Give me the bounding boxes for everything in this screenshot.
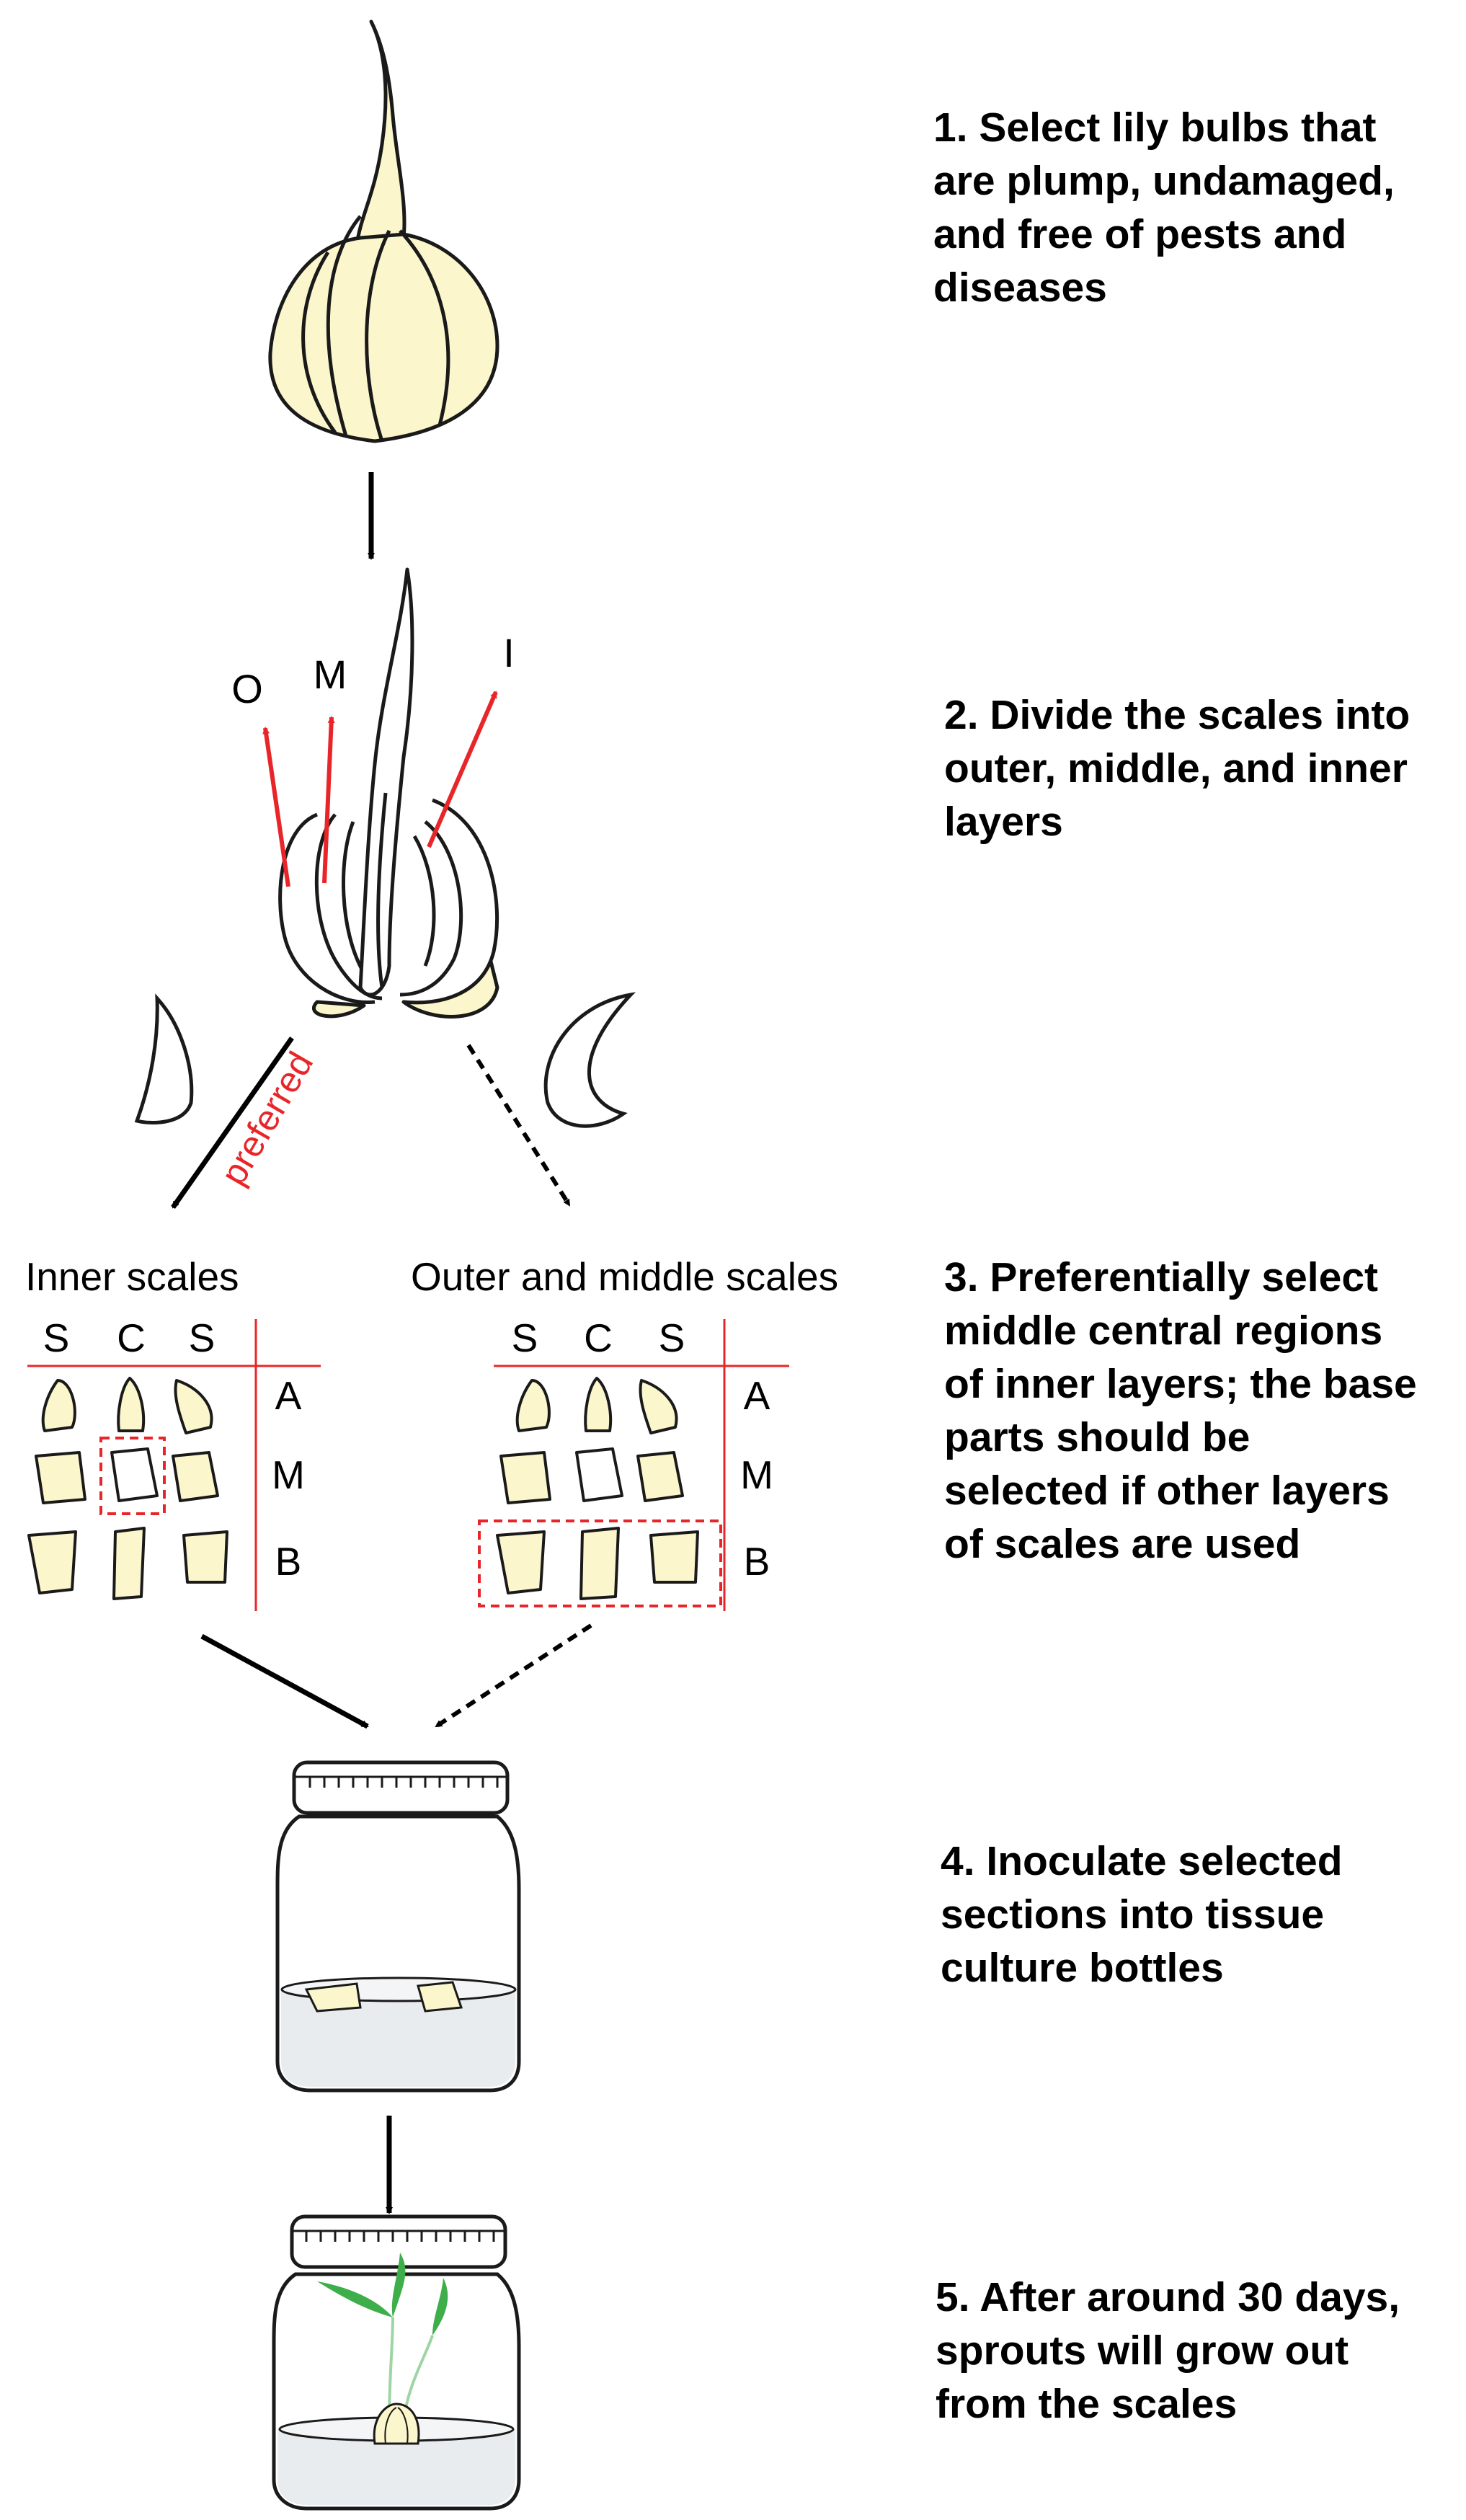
inner-piece-a-side-right [174,1379,213,1434]
step-4-text: 4. Inoculate selected sections into tiss… [941,1838,1343,1991]
arrow-outer-layer [262,727,290,887]
step-3-text: 3. Preferentially select middle central … [944,1254,1417,1567]
outer-piece-m-center [575,1447,623,1502]
outer-piece-b-center [579,1527,620,1600]
outer-piece-a-side [515,1379,551,1432]
inner-row-a: A [275,1373,302,1418]
inner-piece-a-center [117,1377,146,1432]
outer-col-c: C [584,1316,613,1360]
lily-bulb-whole [268,19,499,443]
inner-col-s-right: S [189,1316,216,1360]
inner-piece-a-side [41,1379,76,1432]
outer-row-b: B [744,1539,770,1584]
outer-piece-m-side-right [636,1451,684,1502]
inner-selection-box [99,1437,166,1515]
inner-piece-b-center [112,1527,146,1600]
outer-middle-scales-grid: Outer and middle scales S C S A M B [411,1254,838,1611]
outer-col-s-left: S [512,1316,538,1360]
outer-row-a: A [744,1373,770,1418]
outer-grid-title: Outer and middle scales [411,1254,838,1299]
inner-row-m: M [272,1452,305,1497]
inner-scales-grid: Inner scales S C S A M B [25,1254,321,1611]
inner-col-s-left: S [43,1316,70,1360]
label-outer: O [231,666,263,711]
arrow-outer-to-bottle [435,1623,592,1729]
outer-row-m: M [740,1452,773,1497]
inner-piece-m-side [35,1451,86,1504]
inner-scale-piece [134,993,194,1124]
label-middle: M [314,652,347,697]
outer-scale-piece [543,992,636,1128]
inner-grid-title: Inner scales [25,1254,239,1299]
inner-row-b: B [275,1539,302,1584]
arrow-inner-to-bottle [200,1633,369,1729]
arrow-alternative-branch [466,1044,572,1207]
inner-piece-b-side [27,1530,77,1594]
outer-piece-a-center [584,1377,613,1432]
label-inner: I [503,630,515,675]
outer-selection-box [478,1519,722,1607]
inner-piece-m-side-right [172,1451,219,1502]
step-2-text: 2. Divide the scales into outer, middle,… [944,692,1411,845]
inner-col-c: C [117,1316,146,1360]
outer-piece-b-side [496,1530,546,1594]
arrow-middle-layer [322,716,335,884]
outer-piece-b-side-right [649,1530,699,1584]
step-5-text: 5. After around 30 days, sprouts will gr… [936,2274,1400,2427]
outer-piece-m-side [499,1451,551,1504]
preferred-label: preferred [213,1045,321,1192]
outer-piece-a-side-right [639,1379,678,1434]
arrow-preferred-branch [171,1036,294,1210]
outer-col-s-right: S [659,1316,685,1360]
step-1-text: 1. Select lily bulbs that are plump, und… [933,105,1395,311]
inner-piece-b-side-right [182,1530,228,1584]
culture-bottle-step5 [272,2214,521,2511]
arrow-inner-layer [427,691,498,848]
culture-bottle-step4 [275,1760,521,2093]
lily-bulb-divided [278,567,499,1019]
inner-piece-m-center [110,1447,159,1502]
